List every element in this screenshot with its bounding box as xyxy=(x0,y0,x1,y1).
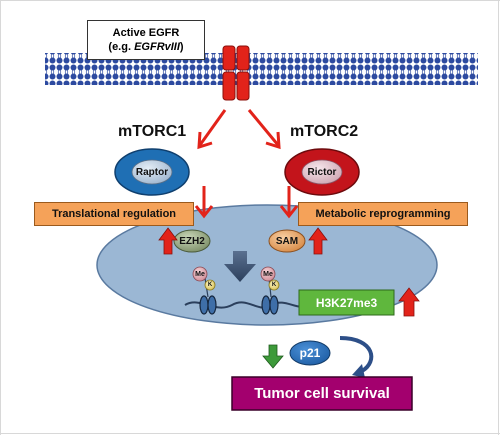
sam-up-arrow xyxy=(308,227,328,255)
lysine-marker-left xyxy=(204,279,216,291)
complex-output-arrows xyxy=(194,186,299,219)
mtorc2-complex xyxy=(284,148,360,196)
translational-regulation-box: Translational regulation xyxy=(34,202,194,226)
lysine-marker-right xyxy=(268,279,280,291)
rictor-label: Rictor xyxy=(307,166,337,178)
lysine-label-right: K xyxy=(271,282,277,288)
h3k27me3-box xyxy=(298,289,395,316)
p21-label: p21 xyxy=(299,346,321,360)
chromatin xyxy=(184,277,311,315)
ezh2-oval xyxy=(173,229,211,253)
methyl-label-left: Me xyxy=(195,270,205,278)
metabolic-reprogramming-box: Metabolic reprogramming xyxy=(298,202,468,226)
tumor-survival-box xyxy=(231,376,413,411)
egfr-label-line2: (e.g. EGFRvIII) xyxy=(108,41,184,53)
p21-curved-arrow xyxy=(339,336,374,378)
mtorc1-complex xyxy=(114,148,190,196)
mtorc1-title: mTORC1 xyxy=(118,123,187,140)
sam-label: SAM xyxy=(275,235,299,247)
sam-oval xyxy=(268,229,306,253)
ezh2-label: EZH2 xyxy=(179,235,205,247)
central-down-arrow xyxy=(224,251,256,282)
mtorc2-title: mTORC2 xyxy=(290,123,359,140)
h3k27me3-label: H3K27me3 xyxy=(315,295,378,310)
egfr-label-box: Active EGFR (e.g. EGFRvIII) xyxy=(87,20,205,60)
ezh2-up-arrow xyxy=(158,227,178,255)
methyl-label-right: Me xyxy=(263,270,273,278)
right-border xyxy=(498,0,499,435)
tumor-survival-label: Tumor cell survival xyxy=(254,385,390,402)
p21-down-arrow xyxy=(262,344,284,369)
bottom-border xyxy=(0,433,500,434)
egfr-label-line1: Active EGFR xyxy=(112,27,180,39)
h3k27me3-up-arrow xyxy=(398,287,420,317)
egfr-receptor xyxy=(222,45,250,101)
methyl-marker-right xyxy=(260,266,276,282)
raptor-label: Raptor xyxy=(135,166,169,178)
top-border xyxy=(0,0,500,1)
methyl-marker-left xyxy=(192,266,208,282)
p21-oval xyxy=(289,340,331,366)
activation-arrows xyxy=(197,109,281,150)
left-border xyxy=(0,0,1,435)
lysine-label-left: K xyxy=(207,282,213,288)
